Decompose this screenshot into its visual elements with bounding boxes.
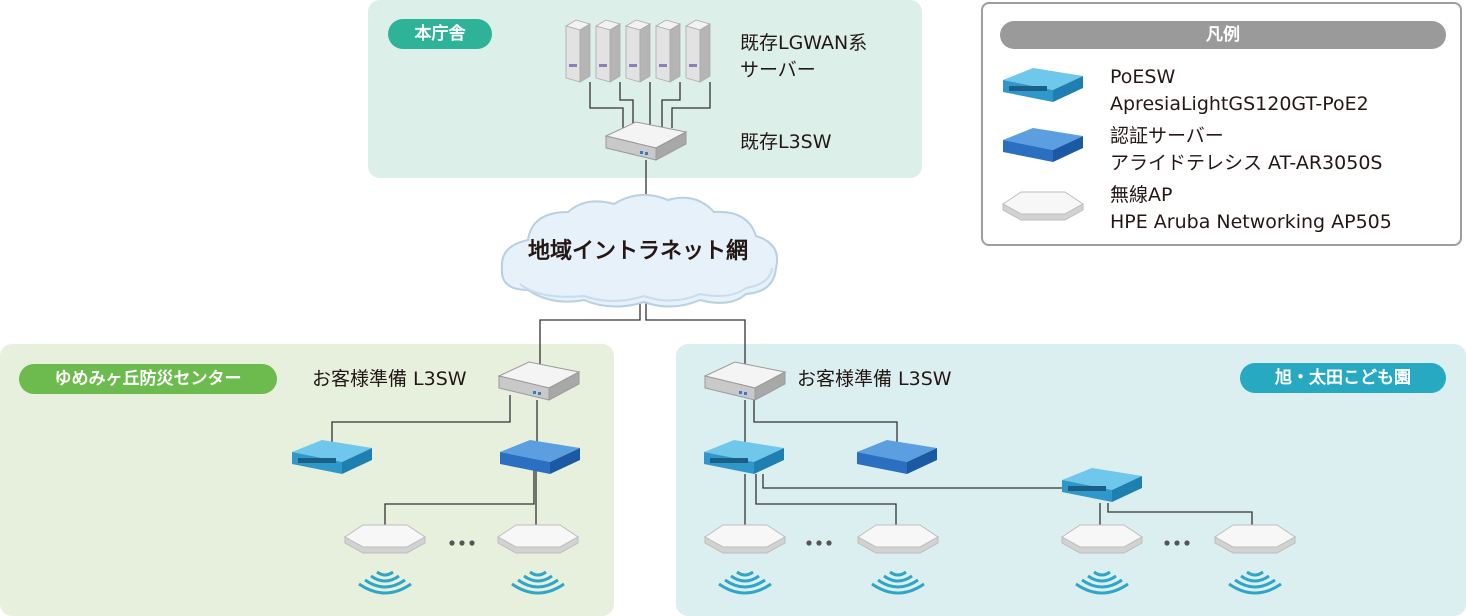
ellipsis-icon (806, 540, 1190, 546)
yume-l3-switch-icon (498, 361, 580, 401)
wireless-ap-icon (1061, 524, 1143, 554)
yume-l3sw-label: お客様準備 L3SW (312, 368, 467, 390)
poe-switch-icon (1003, 68, 1083, 102)
wifi-signal-icon (357, 570, 413, 595)
zone-label-yume: ゆめみヶ丘防災センター (19, 364, 277, 394)
existing-l3sw-label: 既存L3SW (740, 131, 832, 153)
wireless-ap-icon (857, 524, 939, 554)
lgwan-server-label: 既存LGWAN系 サーバー (740, 32, 868, 81)
ellipsis-icon (449, 540, 475, 546)
yume-poe-switch-icon (292, 440, 372, 474)
wireless-ap-icon (1002, 191, 1084, 221)
existing-l3-switch-icon (605, 121, 687, 161)
wifi-signal-icon (1227, 570, 1283, 595)
lgwan-servers (565, 19, 711, 83)
legend: 凡例 PoESW ApresiaLightGS120GT-PoE2 認証サーバー… (981, 2, 1462, 246)
legend-item-wireless-ap: 無線AP HPE Aruba Networking AP505 (1110, 184, 1392, 233)
wireless-ap-icon (704, 524, 786, 554)
intranet-label: 地域イントラネット網 (528, 239, 749, 264)
asahi-auth-server-icon (857, 440, 937, 474)
zone-label-main-office: 本庁舎 (388, 19, 492, 49)
zone-label-asahi: 旭・太田こども園 (1240, 363, 1446, 393)
asahi-l3sw-label: お客様準備 L3SW (797, 368, 952, 390)
wireless-ap-icon (497, 524, 579, 554)
wifi-signal-icon (1074, 570, 1130, 595)
yume-auth-server-icon (500, 440, 580, 474)
asahi-l3-switch-icon (704, 361, 786, 401)
legend-title: 凡例 (1000, 21, 1446, 49)
legend-item-auth-server: 認証サーバー アライドテレシス AT-AR3050S (1110, 125, 1383, 174)
wifi-signal-icon (870, 570, 926, 595)
asahi-poe-switch-2-icon (1062, 468, 1142, 502)
auth-server-icon (1003, 128, 1083, 162)
wifi-signal-icon (717, 570, 773, 595)
wireless-ap-icon (1214, 524, 1296, 554)
wifi-signal-icon (510, 570, 566, 595)
intranet-cloud (500, 193, 778, 308)
legend-item-poe-switch: PoESW ApresiaLightGS120GT-PoE2 (1110, 66, 1369, 115)
wireless-ap-icon (344, 524, 426, 554)
legend-icons (1002, 68, 1084, 221)
connection-lines (331, 82, 1253, 528)
asahi-poe-switch-icon (704, 440, 784, 474)
